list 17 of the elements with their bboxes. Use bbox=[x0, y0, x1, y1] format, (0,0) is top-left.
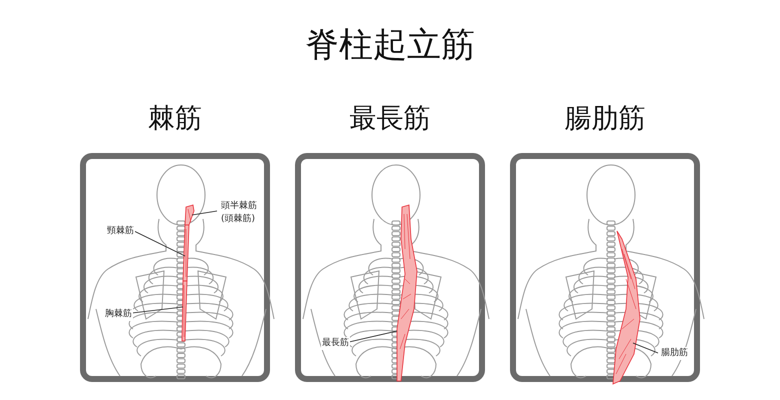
callout-label: 腸肋筋 bbox=[660, 347, 689, 360]
leader-line bbox=[134, 230, 186, 256]
panel-heading: 棘筋 bbox=[147, 102, 203, 136]
callout-label: 胸棘筋 bbox=[104, 308, 133, 321]
panel-heading: 最長筋 bbox=[348, 102, 432, 136]
muscle-drawing bbox=[396, 204, 418, 382]
panel-heading: 腸肋筋 bbox=[564, 102, 646, 136]
callout-label: 最長筋 bbox=[321, 337, 350, 350]
muscle-drawing bbox=[182, 224, 190, 282]
muscle-drawing bbox=[182, 280, 188, 342]
leader-line bbox=[632, 342, 658, 354]
leader-line bbox=[192, 210, 218, 216]
muscle-drawing bbox=[184, 204, 194, 226]
leader-line bbox=[132, 306, 184, 314]
leader-line bbox=[348, 330, 398, 342]
diagram-title: 脊柱起立筋 bbox=[304, 24, 476, 67]
muscle-drawing bbox=[612, 230, 640, 385]
